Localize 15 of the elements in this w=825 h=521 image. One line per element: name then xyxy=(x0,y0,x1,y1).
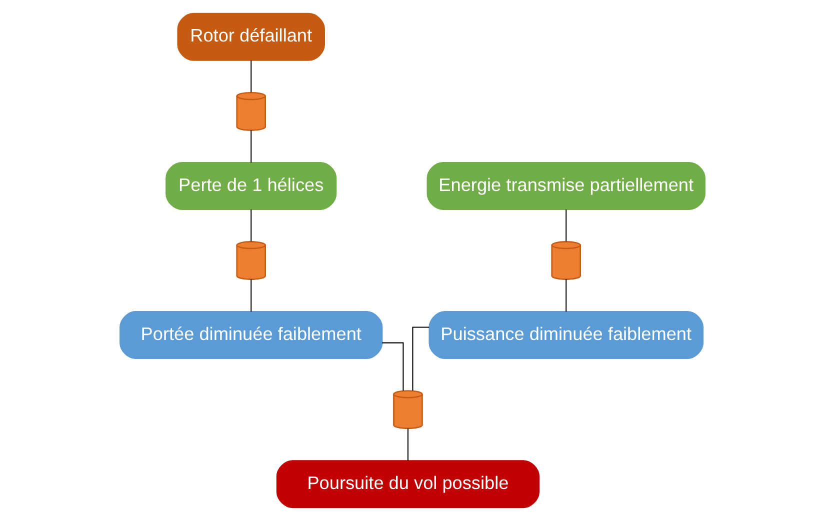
node-box: Perte de 1 hélices xyxy=(166,162,337,210)
node-box: Puissance diminuée faiblement xyxy=(428,311,704,360)
connector xyxy=(250,210,252,242)
connector xyxy=(250,279,252,312)
connector xyxy=(250,130,252,163)
connector xyxy=(412,326,430,390)
node-box: Energie transmise partiellement xyxy=(426,162,706,210)
connector xyxy=(566,210,567,242)
connector xyxy=(407,428,408,461)
connector xyxy=(566,279,567,312)
node-box: Portée diminuée faiblement xyxy=(120,311,383,360)
node-box: Rotor défaillant xyxy=(177,12,325,61)
connector xyxy=(250,60,252,92)
node-box: Poursuite du vol possible xyxy=(276,460,540,508)
connector xyxy=(382,342,404,391)
